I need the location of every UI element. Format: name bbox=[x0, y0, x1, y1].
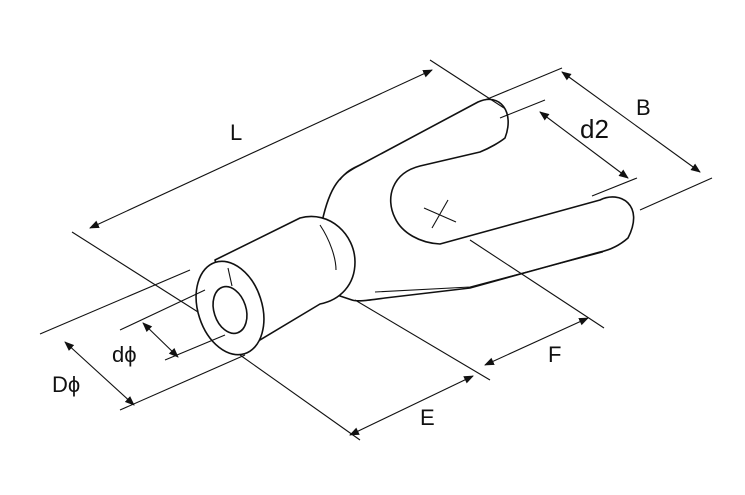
terminal-outline bbox=[195, 98, 635, 356]
label-d2: d2 bbox=[580, 114, 609, 144]
dim-L-arrow bbox=[89, 69, 433, 229]
barrel-seam bbox=[227, 267, 233, 287]
label-L: L bbox=[230, 120, 242, 145]
dim-F-arrow bbox=[484, 317, 589, 366]
label-Dphi: Dϕ bbox=[52, 372, 80, 397]
dim-Dphi-arrow bbox=[64, 341, 135, 406]
extension-lines bbox=[39, 59, 713, 441]
label-B: B bbox=[636, 95, 651, 120]
label-E: E bbox=[420, 405, 435, 430]
dim-d2-arrow bbox=[539, 111, 629, 179]
dimension-arrows bbox=[64, 69, 701, 436]
barrel-bore bbox=[212, 285, 248, 335]
dim-dphi-arrow bbox=[142, 322, 179, 358]
label-F: F bbox=[548, 342, 561, 367]
dim-B-arrow bbox=[561, 71, 701, 173]
dimension-labels: L B d2 dϕ Dϕ E F bbox=[52, 95, 651, 430]
label-dphi: dϕ bbox=[112, 342, 137, 367]
dim-E-arrow bbox=[349, 375, 474, 436]
barrel-blend bbox=[319, 224, 337, 271]
fork-inner-edge bbox=[374, 251, 604, 293]
